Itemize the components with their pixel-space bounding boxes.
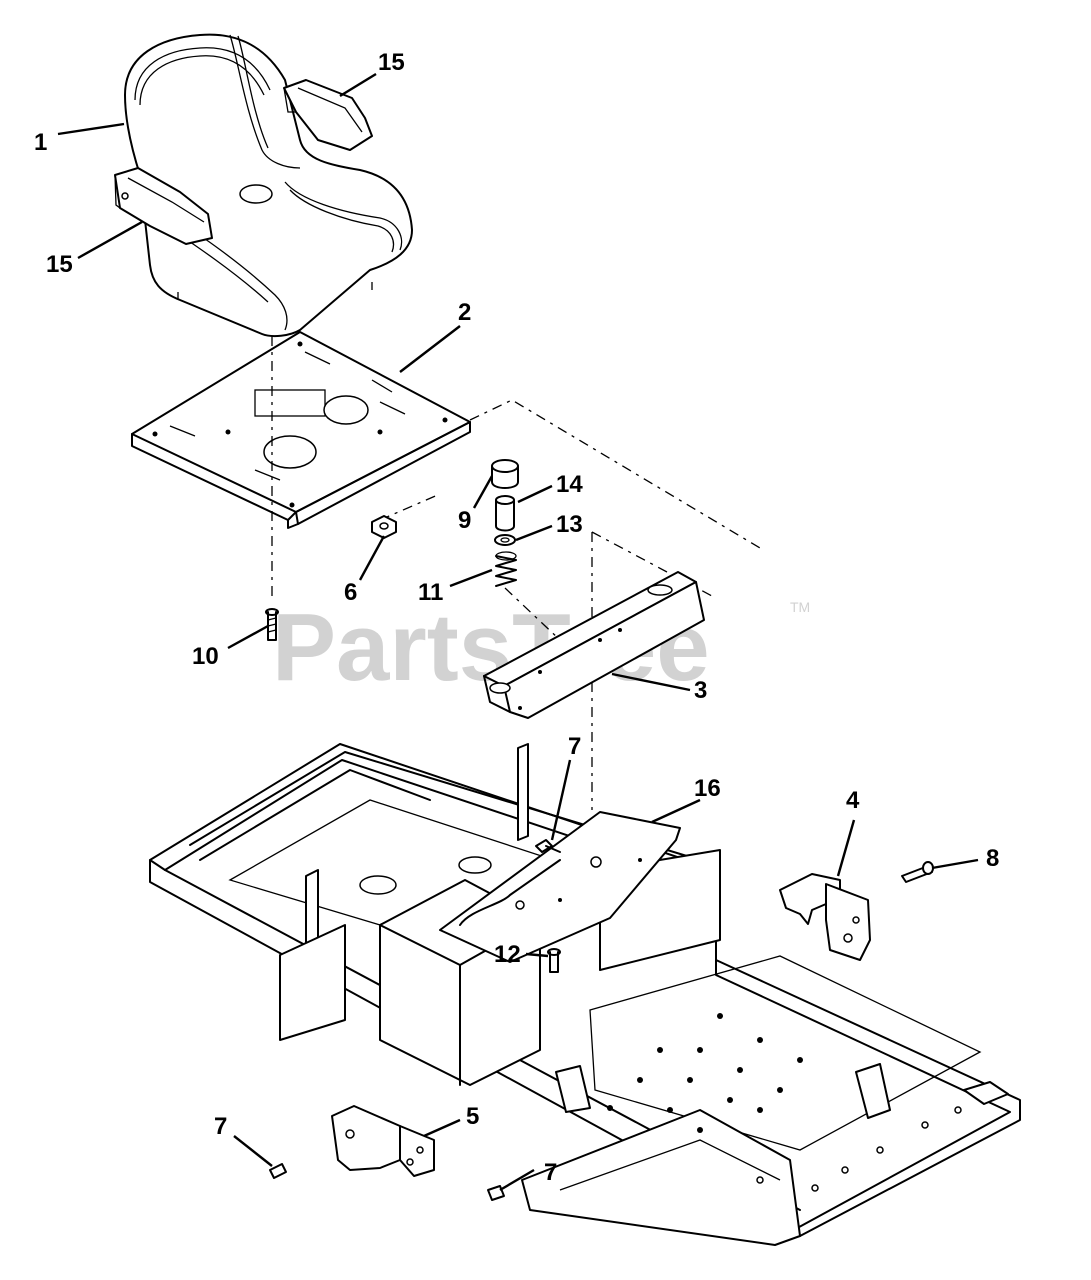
- armrest-right-part: [283, 79, 373, 151]
- callout-12: 12: [494, 941, 521, 968]
- callout-5: 5: [466, 1103, 479, 1130]
- callout-7a: 7: [568, 733, 581, 760]
- seat-bracket-part: [483, 571, 705, 719]
- armrest-left-part: [114, 167, 213, 245]
- callout-7c: 7: [544, 1159, 557, 1186]
- callout-13: 13: [556, 511, 583, 538]
- callout-11: 11: [418, 579, 443, 606]
- callout-labels: 1 15 15 2 9 14 13 6 11 10 3 7 16 4 8 12 …: [34, 49, 999, 1186]
- floor-holes: [607, 1013, 803, 1133]
- leader-lines: [57, 72, 979, 1192]
- callout-8: 8: [986, 845, 999, 872]
- mower-frame-part: [149, 743, 1021, 1246]
- front-bracket-part-5: [331, 1105, 435, 1177]
- callout-3: 3: [694, 677, 707, 704]
- callout-15a: 15: [378, 49, 405, 76]
- callout-16: 16: [694, 775, 721, 802]
- seat-plate-part: [131, 331, 471, 529]
- spring-part: [495, 551, 517, 587]
- callout-10: 10: [192, 643, 219, 670]
- callout-14: 14: [556, 471, 583, 498]
- nut-part: [371, 515, 397, 539]
- callout-15b: 15: [46, 251, 73, 278]
- bolt-part-7a: [535, 839, 561, 853]
- callout-9: 9: [458, 507, 471, 534]
- callout-7b: 7: [214, 1113, 227, 1140]
- side-bracket-part-4: [779, 873, 871, 961]
- bolt-part-12: [547, 948, 561, 973]
- bolt-part-8: [901, 861, 934, 883]
- bumper-part: [491, 459, 519, 489]
- callout-4: 4: [846, 787, 860, 814]
- assembly-line-nut: [379, 493, 441, 521]
- washer-part: [494, 534, 516, 546]
- bolt-part-7b: [269, 1163, 287, 1179]
- spacer-part: [495, 495, 515, 532]
- callout-2: 2: [458, 299, 471, 326]
- watermark-trademark: TM: [790, 599, 810, 615]
- callout-6: 6: [344, 579, 357, 606]
- assembly-line-bracket-top: [591, 531, 713, 597]
- callout-1: 1: [34, 129, 47, 156]
